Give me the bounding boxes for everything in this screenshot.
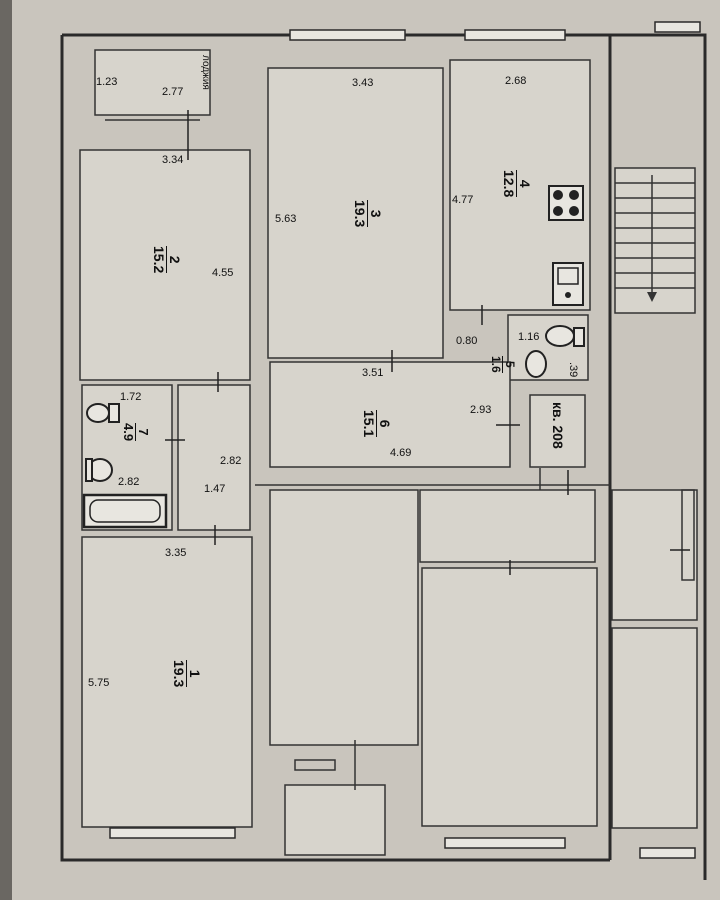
room-2-label: 2 15.2 (151, 246, 183, 274)
dim-room6-end: 2.93 (470, 404, 492, 416)
dim-room7-length: 2.82 (118, 476, 140, 488)
room-7-number: 7 (135, 423, 151, 442)
room-3-outline (267, 67, 444, 359)
dim-room6-length: 4.69 (390, 447, 412, 459)
staircase (614, 167, 696, 314)
page-edge (0, 0, 12, 900)
entry-vestibule (529, 394, 586, 468)
apartment-number-label: кв. 208 (550, 402, 566, 449)
room-1-outline (81, 536, 253, 828)
room-4-number: 4 (516, 170, 533, 198)
dim-room4-length: 4.77 (452, 194, 474, 206)
room-7-label: 7 4.9 (121, 423, 151, 442)
dim-wc-small: .39 (567, 362, 579, 378)
dim-room6-width: 3.51 (362, 367, 384, 379)
room-6-number: 6 (376, 410, 393, 438)
sink-icon (552, 262, 584, 306)
dim-hall-length: 1.47 (204, 483, 226, 495)
washbasin-icon (85, 458, 113, 482)
dim-room2-length: 4.55 (212, 267, 234, 279)
dim-room3-width: 3.43 (352, 77, 374, 89)
room-3-label: 3 19.3 (352, 200, 384, 228)
dim-room7-width: 1.72 (120, 391, 142, 403)
dim-hall-width: 2.82 (220, 455, 242, 467)
dim-room2-width: 3.34 (162, 154, 184, 166)
windows (109, 21, 701, 859)
room-3-area: 19.3 (352, 200, 369, 228)
room-1-number: 1 (186, 660, 203, 688)
hall-outline (177, 384, 251, 531)
loggia (94, 49, 211, 121)
room-2-outline (79, 149, 251, 381)
door-marks (165, 110, 690, 575)
dim-room3-length: 5.63 (275, 213, 297, 225)
dim-room4-width: 2.68 (505, 75, 527, 87)
room-5-area: 1.6 (489, 356, 504, 373)
toilet-icon (545, 325, 585, 347)
room-5-outline (507, 314, 589, 381)
bath-toilet-icon (86, 403, 120, 423)
room-6-label: 6 15.1 (361, 410, 393, 438)
room-7-area: 4.9 (121, 423, 137, 442)
dim-loggia-width: 1.23 (96, 76, 118, 88)
dim-loggia-length: 2.77 (162, 86, 184, 98)
dim-corridor-jog: 0.80 (456, 335, 478, 347)
room-1-area: 19.3 (171, 660, 188, 688)
room-2-area: 15.2 (151, 246, 168, 274)
wc-sink-icon (525, 350, 547, 378)
room-5-number: 5 (502, 356, 517, 373)
loggia-label: лоджия (200, 55, 211, 90)
room-4-label: 4 12.8 (501, 170, 533, 198)
room-6-outline (269, 361, 511, 468)
dim-wc-width: 1.16 (518, 331, 540, 343)
room-6-area: 15.1 (361, 410, 378, 438)
neighbour-rooms (255, 468, 698, 856)
room-4-area: 12.8 (501, 170, 518, 198)
dim-room1-width: 3.35 (165, 547, 187, 559)
stove-icon (548, 185, 584, 221)
dim-room1-length: 5.75 (88, 677, 110, 689)
room-3-number: 3 (367, 200, 384, 228)
room-1-label: 1 19.3 (171, 660, 203, 688)
room-5-label: 5 1.6 (489, 356, 517, 373)
bathtub-icon (82, 493, 168, 529)
room-2-number: 2 (166, 246, 183, 274)
